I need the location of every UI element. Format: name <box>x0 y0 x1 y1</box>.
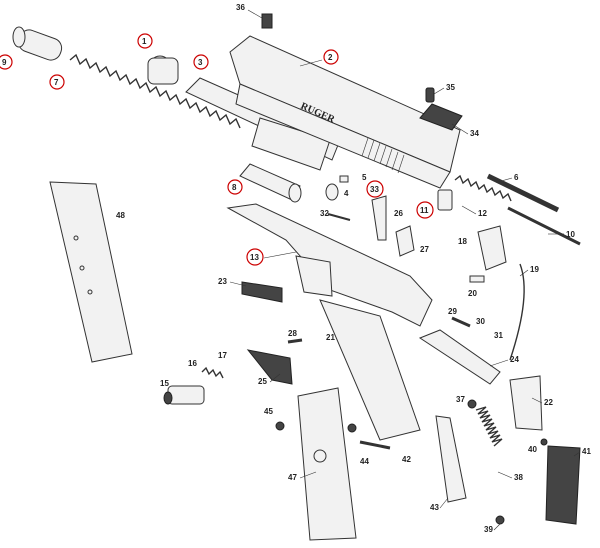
grip-safety <box>418 329 501 385</box>
slide-stop <box>246 349 293 385</box>
recoil-spring <box>69 53 241 129</box>
label-22: 22 <box>544 398 553 407</box>
label-39: 39 <box>484 525 493 534</box>
label-1: 1 <box>142 37 147 46</box>
label-30: 30 <box>476 317 485 326</box>
label-13: 13 <box>250 253 259 262</box>
label-7: 7 <box>54 78 59 87</box>
screws <box>275 399 548 525</box>
highlight-8 <box>227 179 243 195</box>
label-11: 11 <box>420 206 429 215</box>
mainspring-housing <box>509 375 543 431</box>
label-26: 26 <box>394 209 403 218</box>
front-sight <box>261 13 273 29</box>
label-10: 10 <box>566 230 575 239</box>
highlight-11 <box>416 201 434 219</box>
label-47: 47 <box>288 473 297 482</box>
label-37: 37 <box>456 395 465 404</box>
label-48: 48 <box>116 211 125 220</box>
leader-lines <box>229 9 581 531</box>
slide-serrations <box>361 137 405 174</box>
label-21: 21 <box>326 333 335 342</box>
small-parts-cluster <box>325 175 415 257</box>
label-33: 33 <box>370 185 379 194</box>
label-29: 29 <box>448 307 457 316</box>
magazine-catch <box>163 366 224 405</box>
label-31: 31 <box>494 331 503 340</box>
label-23: 23 <box>218 277 227 286</box>
label-3: 3 <box>198 58 203 67</box>
label-25: 25 <box>258 377 267 386</box>
label-2: 2 <box>328 53 333 62</box>
label-28: 28 <box>288 329 297 338</box>
label-42: 42 <box>402 455 411 464</box>
label-35: 35 <box>446 83 455 92</box>
highlight-1 <box>137 33 153 49</box>
label-18: 18 <box>458 237 467 246</box>
label-8: 8 <box>232 183 237 192</box>
pins <box>287 316 471 450</box>
trigger <box>241 281 283 303</box>
highlight-circles <box>0 33 434 266</box>
label-43: 43 <box>430 503 439 512</box>
label-20: 20 <box>468 289 477 298</box>
label-40: 40 <box>528 445 537 454</box>
highlight-13 <box>246 248 264 266</box>
highlight-2 <box>323 49 339 65</box>
label-12: 12 <box>478 209 487 218</box>
firing-pin <box>507 206 581 246</box>
barrel-bushing <box>147 55 179 85</box>
label-24: 24 <box>510 355 519 364</box>
label-38: 38 <box>514 473 523 482</box>
highlight-33 <box>366 180 384 198</box>
label-32: 32 <box>320 209 329 218</box>
label-34: 34 <box>470 129 479 138</box>
mainspring <box>475 406 503 447</box>
grip-panel-left <box>297 387 357 541</box>
sear-spring <box>435 415 467 503</box>
firing-pin-stop <box>437 189 453 211</box>
label-27: 27 <box>420 245 429 254</box>
label-17: 17 <box>218 351 227 360</box>
hammer-assembly <box>469 225 525 361</box>
rear-sight <box>419 103 463 131</box>
highlight-3 <box>193 54 209 70</box>
label-15: 15 <box>160 379 169 388</box>
firing-pin-spring <box>454 174 512 202</box>
recoil-spring-guide <box>239 163 302 203</box>
magazine <box>49 181 133 363</box>
label-44: 44 <box>360 457 369 466</box>
highlight-7 <box>49 74 65 90</box>
label-6: 6 <box>514 173 519 182</box>
extractor-plunger <box>425 87 435 103</box>
label-36: 36 <box>236 3 245 12</box>
label-5: 5 <box>362 173 367 182</box>
slide: RUGER <box>229 35 461 189</box>
label-4: 4 <box>344 189 349 198</box>
callout-labels: 36 1 2 3 9 7 35 34 8 33 5 4 6 32 26 11 1… <box>2 3 591 534</box>
highlight-9 <box>0 54 13 70</box>
label-45: 45 <box>264 407 273 416</box>
label-16: 16 <box>188 359 197 368</box>
recoil-spring-plug <box>12 26 63 61</box>
frame <box>226 203 433 441</box>
label-19: 19 <box>530 265 539 274</box>
grip-panel-right <box>545 445 581 525</box>
label-41: 41 <box>582 447 591 456</box>
label-9: 9 <box>2 58 7 67</box>
